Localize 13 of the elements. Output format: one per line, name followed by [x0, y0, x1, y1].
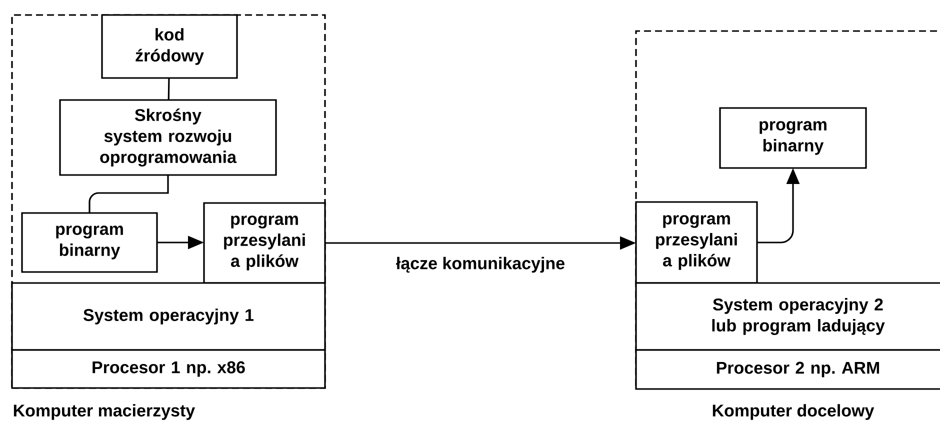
connector: [88, 175, 169, 213]
block: Procesor 1 np. x86: [11, 349, 326, 389]
block: Procesor 2 np. ARM: [635, 349, 940, 390]
edge-label: łącze komunikacyjne: [394, 254, 568, 275]
block: program binarny: [21, 212, 158, 273]
connector: [168, 78, 170, 100]
computer-caption: Komputer macierzysty: [14, 404, 196, 420]
block: program przesylani a plików: [203, 202, 326, 284]
block: kod źródowy: [101, 14, 238, 79]
block: program przesylani a plików: [635, 201, 758, 284]
block: program binarny: [719, 107, 867, 169]
computer-caption: Komputer docelowy: [712, 404, 874, 420]
block: Skrośny system rozwoju oprogramowania: [59, 99, 277, 176]
